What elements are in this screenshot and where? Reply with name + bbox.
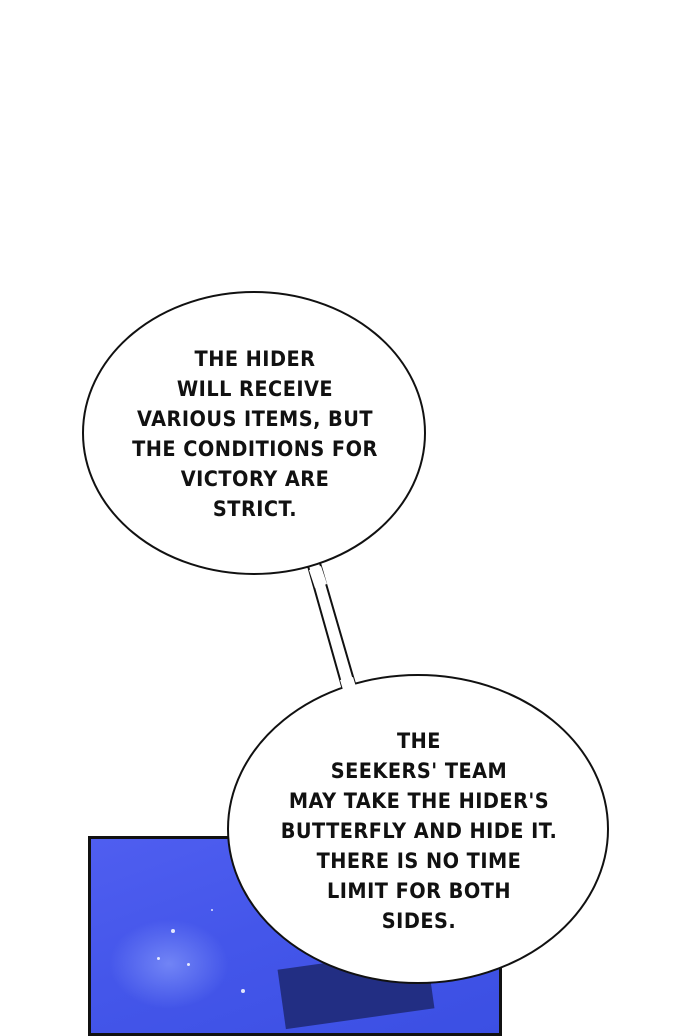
speech-bubble-2-text: THE SEEKERS' TEAM MAY TAKE THE HIDER'S B… (260, 726, 578, 936)
dialogue-line: VICTORY ARE (180, 467, 330, 491)
sparkle (187, 963, 190, 966)
panel-glow (109, 919, 229, 1009)
dialogue-line: VARIOUS ITEMS, BUT (136, 407, 374, 431)
speech-bubble-1 (82, 291, 426, 575)
speech-bubble-1-text: THE HIDER WILL RECEIVE VARIOUS ITEMS, BU… (123, 344, 386, 524)
dialogue-line: LIMIT FOR BOTH (327, 879, 511, 903)
sparkle (157, 957, 160, 960)
sparkle (211, 909, 213, 911)
dialogue-line: WILL RECEIVE (176, 377, 334, 401)
dialogue-line: THE (397, 729, 441, 753)
dialogue-line: THERE IS NO TIME (316, 849, 522, 873)
dialogue-line: STRICT. (212, 497, 298, 521)
dialogue-line: THE CONDITIONS FOR (132, 437, 378, 461)
dialogue-line: BUTTERFLY AND HIDE IT. (280, 819, 558, 843)
sparkle (241, 989, 245, 993)
dialogue-line: MAY TAKE THE HIDER'S (288, 789, 550, 813)
dialogue-line: SIDES. (381, 909, 457, 933)
speech-bubbles-layer (82, 291, 609, 984)
dialogue-line: THE HIDER (194, 347, 316, 371)
speech-bubble-2 (227, 674, 609, 984)
sparkle (171, 929, 175, 933)
dialogue-line: SEEKERS' TEAM (330, 759, 508, 783)
